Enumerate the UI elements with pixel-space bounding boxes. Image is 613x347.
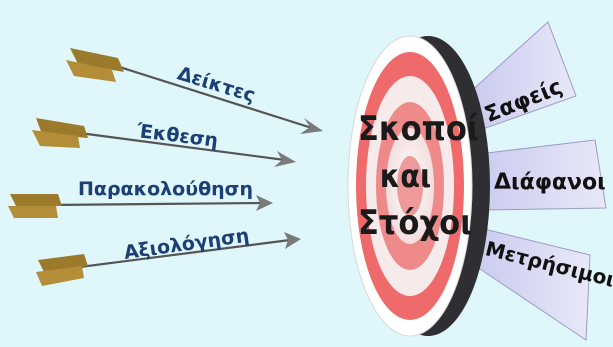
target-title-goals: Σκοποί: [358, 109, 479, 149]
arrow-4: [36, 232, 301, 286]
banner-label-transparent: Διάφανοι: [494, 170, 606, 195]
arrow-3: [8, 194, 273, 218]
target-title-objectives: Στόχοι: [358, 203, 473, 243]
arrow-1: [66, 48, 323, 134]
arrow-2: [32, 118, 296, 167]
arrow-label-monitoring: Παρακολούθηση: [78, 178, 253, 200]
target-title-and: και: [379, 157, 432, 195]
target-board: [347, 35, 490, 337]
